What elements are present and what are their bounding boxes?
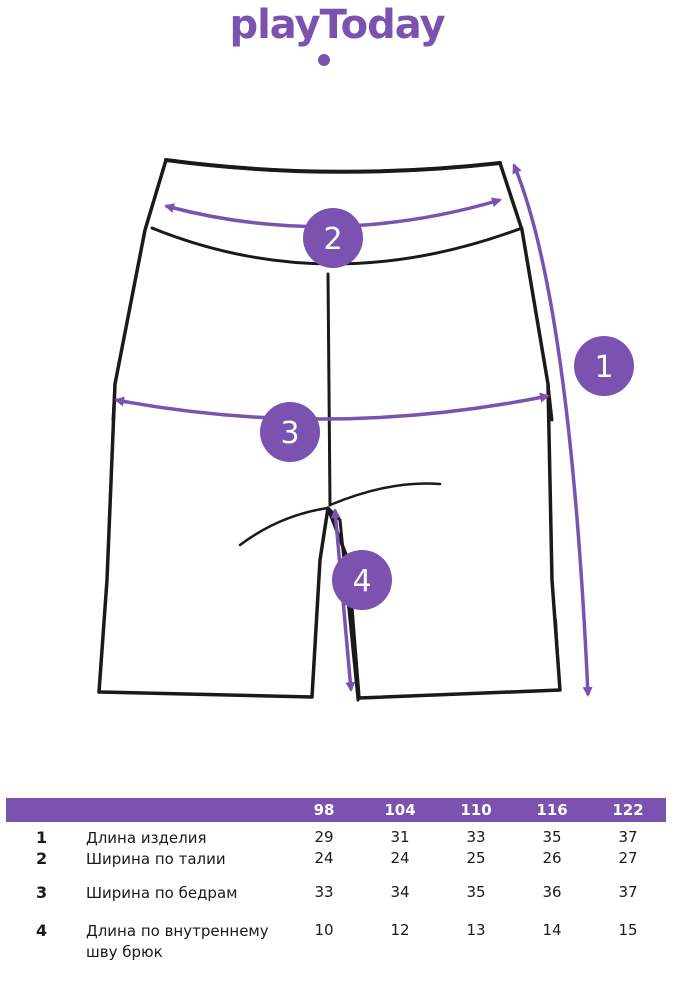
measure-value: 33 [314, 883, 334, 901]
measure-value: 35 [466, 883, 486, 901]
logo-text: playToday [229, 2, 445, 48]
marker-3-label: 3 [280, 416, 299, 451]
marker-1-label: 1 [594, 350, 613, 385]
marker-2-label: 2 [323, 222, 342, 257]
measure-value: 24 [314, 849, 334, 867]
measure-value: 37 [618, 883, 638, 901]
header-blank [6, 798, 80, 822]
measure-3-hips: 3 [114, 392, 550, 462]
measure-2-waist: 2 [164, 197, 502, 268]
size-table: 98 104 110 116 122 1 Длина изделия 29 31… [6, 798, 666, 963]
header-blank [80, 798, 286, 822]
measure-value: 31 [390, 828, 410, 846]
size-header: 116 [514, 798, 590, 822]
marker-4: 4 [332, 550, 392, 610]
measure-value: 37 [618, 828, 638, 846]
size-header: 98 [286, 798, 362, 822]
measure-value: 12 [390, 921, 410, 939]
brand-logo: playToday [0, 0, 674, 72]
row-number: 3 [36, 883, 48, 902]
measure-value: 26 [542, 849, 562, 867]
marker-1: 1 [574, 336, 634, 396]
row-number: 4 [36, 921, 48, 940]
measure-4-inseam: 4 [330, 508, 392, 692]
logo-dot [318, 54, 330, 66]
marker-4-label: 4 [352, 564, 371, 599]
size-header-row: 98 104 110 116 122 [6, 798, 666, 822]
measure-value: 13 [466, 921, 486, 939]
measure-value: 29 [314, 828, 334, 846]
measure-value: 24 [390, 849, 410, 867]
table-row: 2 Ширина по талии 24 24 25 26 27 [6, 849, 666, 883]
row-number: 2 [36, 849, 48, 868]
size-header: 122 [590, 798, 666, 822]
measure-name: Ширина по талии [86, 850, 226, 868]
table-row: 1 Длина изделия 29 31 33 35 37 [6, 822, 666, 849]
measure-value: 14 [542, 921, 562, 939]
measure-value: 34 [390, 883, 410, 901]
measure-name: Длина изделия [86, 829, 207, 847]
size-header: 104 [362, 798, 438, 822]
measure-value: 27 [618, 849, 638, 867]
measure-value: 35 [542, 828, 562, 846]
measure-value: 25 [466, 849, 486, 867]
measure-value: 36 [542, 883, 562, 901]
table-row: 4 Длина по внутреннему шву брюк 10 12 13… [6, 921, 666, 963]
measure-value: 10 [314, 921, 334, 939]
measure-name: Ширина по бедрам [86, 884, 238, 902]
marker-2: 2 [303, 208, 363, 268]
measure-1-length: 1 [512, 163, 634, 697]
measure-name: Длина по внутреннему шву брюк [86, 922, 269, 961]
size-header: 110 [438, 798, 514, 822]
marker-3: 3 [260, 402, 320, 462]
measure-value: 15 [618, 921, 638, 939]
measure-value: 33 [466, 828, 486, 846]
row-number: 1 [36, 828, 48, 847]
shorts-measurement-diagram: 2 3 1 4 [97, 158, 634, 702]
table-row: 3 Ширина по бедрам 33 34 35 36 37 [6, 883, 666, 921]
